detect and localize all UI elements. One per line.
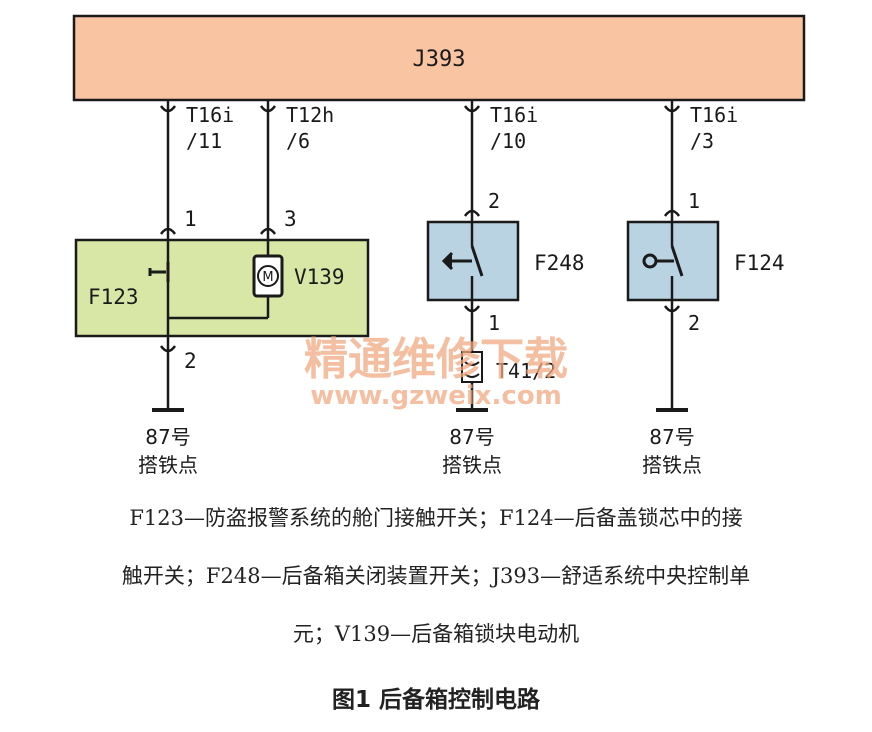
connector-mark-t16i-3 xyxy=(663,105,681,113)
f248-label: F248 xyxy=(534,251,585,275)
f124-key-switch-icon xyxy=(642,245,684,277)
figure-title: 图1 后备箱控制电路 xyxy=(331,687,540,713)
ground-2-line1: 87号 xyxy=(449,425,494,449)
f248-switch-icon xyxy=(441,245,484,277)
j393-box xyxy=(72,14,806,102)
f248-pin-bottom: 1 xyxy=(488,311,500,335)
j393-label: J393 xyxy=(413,47,466,72)
ground-1-line2: 搭铁点 xyxy=(138,453,198,477)
pin-mark-v139-3 xyxy=(259,227,277,235)
f123-pin-bottom: 2 xyxy=(184,349,197,373)
f248-pin-top: 2 xyxy=(488,189,500,213)
ground-1-line1: 87号 xyxy=(145,425,190,449)
f124-label: F124 xyxy=(734,251,785,275)
pin-mark-f123-2 xyxy=(159,345,177,353)
connector-code-1: T16i xyxy=(186,103,234,127)
pin-mark-f248-top xyxy=(463,209,481,217)
f123-label: F123 xyxy=(88,285,139,309)
motor-m-label: M xyxy=(262,270,273,285)
connector-pin-4: /3 xyxy=(690,129,714,153)
connector-code-3: T16i xyxy=(490,103,538,127)
t41-label: T41/2 xyxy=(496,359,556,383)
connector-code-2: T12h xyxy=(286,103,334,127)
f124-pin-top: 1 xyxy=(688,189,700,213)
connector-pin-3: /10 xyxy=(490,129,526,153)
connector-mark-t16i-10 xyxy=(463,105,481,113)
legend-line-1: F123—防盗报警系统的舱门接触开关；F124—后备盖锁芯中的接 xyxy=(129,506,743,530)
f123-v139-box xyxy=(74,238,370,338)
ground-3-line1: 87号 xyxy=(649,425,694,449)
v139-pin-top: 3 xyxy=(284,207,297,231)
f124-pin-bottom: 2 xyxy=(688,311,700,335)
connector-mark-t16i-11 xyxy=(159,105,177,113)
connector-pin-2: /6 xyxy=(286,129,310,153)
pin-mark-f124-top xyxy=(663,209,681,217)
motor-circle-icon xyxy=(257,265,279,287)
legend-line-3: 元；V139—后备箱锁块电动机 xyxy=(292,622,580,646)
pin-mark-f124-bottom xyxy=(663,305,681,313)
v139-label: V139 xyxy=(294,265,345,289)
watermark-line2: www.gzweix.com xyxy=(310,381,562,411)
watermark-line1: 精通维修下载 xyxy=(304,334,568,385)
connector-pin-1: /11 xyxy=(186,129,222,153)
connector-mark-t12h-6 xyxy=(259,105,277,113)
ground-2-line2: 搭铁点 xyxy=(442,453,502,477)
f123-pin-top: 1 xyxy=(184,207,197,231)
f123-switch-symbol xyxy=(148,262,170,282)
pin-mark-f248-bottom xyxy=(463,305,481,313)
ground-3-line2: 搭铁点 xyxy=(642,453,702,477)
legend-line-2: 触开关；F248—后备箱关闭装置开关；J393—舒适系统中央控制单 xyxy=(121,564,751,588)
pin-mark-f123-1 xyxy=(159,227,177,235)
connector-code-4: T16i xyxy=(690,103,738,127)
